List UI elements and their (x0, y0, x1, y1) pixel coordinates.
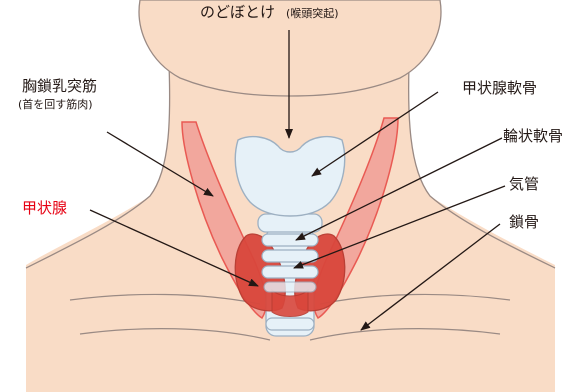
thyroid-gland-label: 甲状腺 (22, 200, 67, 217)
trachea-label: 気管 (509, 176, 539, 193)
adams-apple-note: (喉頭突起) (286, 8, 339, 20)
trachea-ring (262, 266, 318, 278)
trachea-ring (262, 250, 318, 262)
cricoid-cartilage-label: 輪状軟骨 (503, 128, 563, 145)
scm-label: 胸鎖乳突筋 (22, 78, 97, 95)
scm-note: (首を回す筋肉) (18, 99, 93, 111)
adams-apple-label: のどぼとけ (200, 4, 275, 21)
clavicle-label: 鎖骨 (509, 214, 539, 231)
trachea-ring (262, 234, 318, 246)
trachea-ring (264, 282, 316, 292)
trachea-ring (266, 318, 314, 330)
thyroid-cartilage-label: 甲状腺軟骨 (462, 80, 537, 97)
